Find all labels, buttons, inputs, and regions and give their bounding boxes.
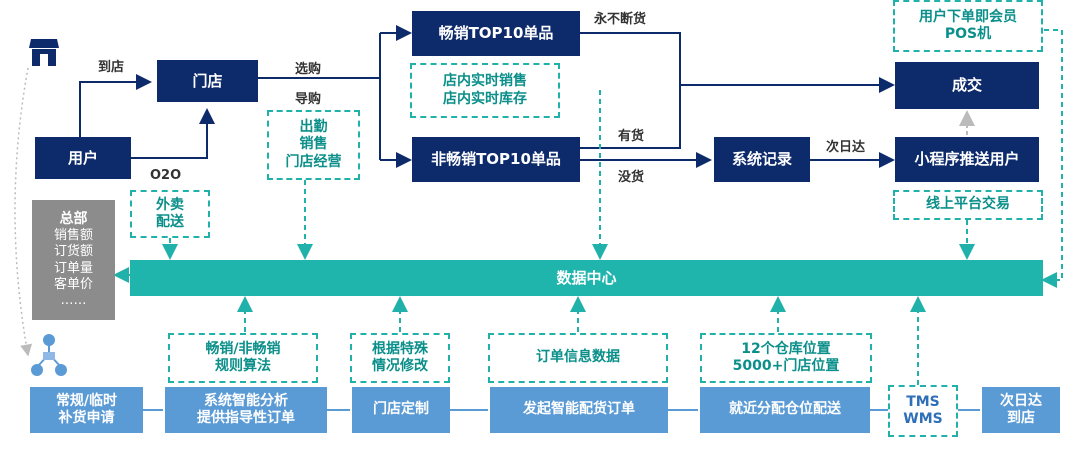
network-icon [30, 332, 68, 382]
label-guide: 导购 [295, 92, 322, 107]
special-box: 根据特殊 情况修改 [350, 333, 450, 383]
label-in-stock: 有货 [618, 129, 645, 144]
hq-item: …… [60, 293, 87, 309]
process-step-smart-order: 发起智能配货订单 [490, 387, 668, 433]
deal-node: 成交 [895, 62, 1039, 109]
user-node: 用户 [35, 137, 131, 179]
tms-wms-box: TMS WMS [888, 385, 958, 437]
non-bestseller-node: 非畅销TOP10单品 [412, 137, 580, 182]
data-center-bar: 数据中心 [130, 260, 1043, 296]
process-step-customize: 门店定制 [352, 387, 450, 433]
label-next-day: 次日达 [826, 140, 866, 155]
locations-box: 12个仓库位置 5000+门店位置 [700, 333, 872, 383]
delivery-box: 外卖 配送 [130, 190, 210, 238]
label-select: 选购 [295, 62, 322, 77]
label-never-out: 永不断货 [594, 12, 647, 27]
process-step-next-day: 次日达 到店 [982, 387, 1060, 433]
hq-title: 总部 [59, 210, 88, 227]
store-icon [28, 36, 60, 68]
hq-item: 订货额 [53, 244, 93, 260]
label-out-stock: 没货 [618, 170, 645, 185]
label-to-store: 到店 [98, 60, 125, 75]
member-pos-box: 用户下单即会员 POS机 [893, 0, 1043, 52]
system-record-node: 系统记录 [714, 137, 810, 182]
realtime-box: 店内实时销售 店内实时库存 [410, 63, 560, 118]
hq-item: 订单量 [53, 260, 93, 276]
process-step-nearest-warehouse: 就近分配仓位配送 [700, 387, 870, 433]
hq-item: 销售额 [53, 228, 93, 244]
algo-box: 畅销/非畅销 规则算法 [168, 333, 318, 383]
store-node: 门店 [157, 60, 258, 102]
miniprogram-node: 小程序推送用户 [895, 137, 1039, 182]
bestseller-node: 畅销TOP10单品 [412, 11, 580, 56]
hq-item: 客单价 [53, 276, 93, 292]
attendance-box: 出勤 销售 门店经营 [267, 110, 360, 180]
online-trade-box: 线上平台交易 [893, 190, 1043, 220]
label-o2o: O2O [150, 168, 182, 183]
order-info-box: 订单信息数据 [488, 333, 668, 383]
hq-box: 总部 销售额 订货额 订单量 客单价 …… [32, 200, 115, 320]
process-step-replenish: 常规/临时 补货申请 [30, 387, 143, 433]
process-step-analysis: 系统智能分析 提供指导性订单 [165, 387, 327, 433]
